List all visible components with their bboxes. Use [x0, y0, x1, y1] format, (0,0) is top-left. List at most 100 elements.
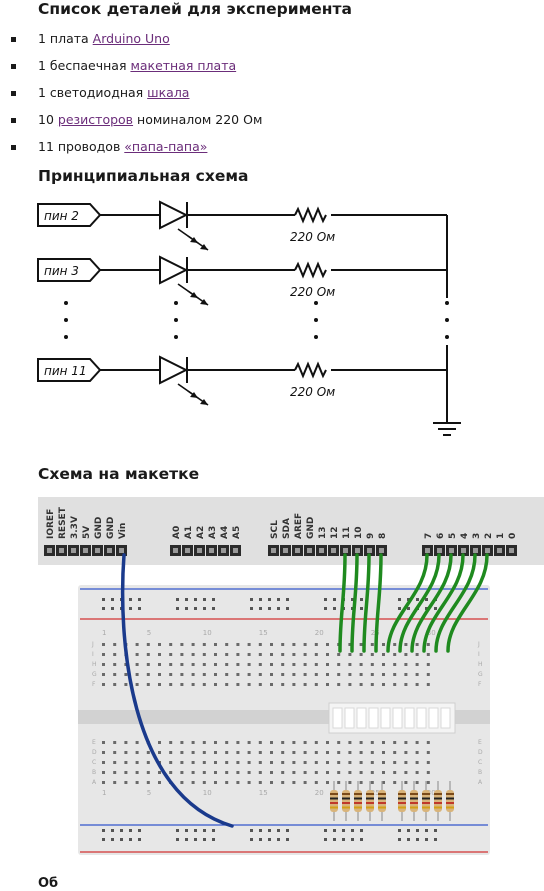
terminal-hole	[404, 663, 408, 666]
link-wires[interactable]: «папа-папа»	[124, 139, 208, 154]
rail-hole	[416, 598, 419, 601]
rail-hole	[398, 829, 401, 832]
terminal-hole	[214, 683, 217, 686]
digital-header-pin-hole	[509, 548, 514, 553]
terminal-hole	[370, 643, 374, 646]
terminal-hole	[124, 751, 128, 754]
terminal-hole	[158, 781, 161, 784]
terminal-hole	[382, 751, 385, 754]
rail-hole	[286, 829, 289, 832]
terminal-hole	[281, 781, 285, 784]
resistor-band	[422, 802, 430, 804]
led-icon	[159, 255, 189, 285]
row-label: C	[478, 759, 482, 766]
terminal-hole	[426, 673, 430, 676]
digital-header-label: SCL	[270, 520, 280, 539]
terminal-hole	[225, 643, 229, 646]
terminal-hole	[135, 683, 139, 686]
rail-hole	[250, 607, 253, 610]
terminal-hole	[326, 653, 329, 656]
terminal-hole	[146, 653, 150, 656]
resistor-band	[410, 806, 418, 809]
terminal-hole	[202, 741, 206, 744]
link-led-bar[interactable]: шкала	[147, 85, 190, 100]
terminal-hole	[135, 761, 139, 764]
terminal-hole	[214, 663, 217, 666]
terminal-hole	[426, 643, 430, 646]
terminal-hole	[370, 663, 374, 666]
terminal-hole	[258, 761, 262, 764]
terminal-hole	[258, 741, 262, 744]
digital-header-pin-hole	[461, 548, 466, 553]
resistor-icon	[294, 261, 327, 279]
rail-hole	[111, 598, 114, 601]
rail-hole	[351, 838, 354, 841]
terminal-hole	[292, 761, 296, 764]
terminal-hole	[225, 771, 229, 774]
terminal-hole	[202, 653, 206, 656]
next-heading-fragment: Об	[38, 876, 59, 891]
terminal-hole	[337, 673, 341, 676]
rail-hole	[176, 607, 179, 610]
rail-hole	[212, 607, 215, 610]
terminal-hole	[258, 673, 262, 676]
rail-hole	[102, 607, 105, 610]
row-label: E	[92, 739, 96, 746]
terminal-hole	[393, 751, 397, 754]
link-arduino-uno[interactable]: Arduino Uno	[92, 31, 170, 46]
terminal-hole	[337, 781, 341, 784]
terminal-hole	[135, 771, 139, 774]
resistor-band	[342, 806, 350, 809]
jumper-wire-blue	[120, 553, 234, 828]
rail-hole	[138, 598, 141, 601]
terminal-hole	[404, 653, 408, 656]
terminal-hole	[314, 683, 318, 686]
column-label: 20	[315, 629, 324, 637]
terminal-hole	[281, 653, 285, 656]
link-resistors[interactable]: резисторов	[57, 112, 134, 127]
resistor-band	[410, 797, 418, 800]
terminal-hole	[348, 643, 352, 646]
resistor-band	[366, 806, 374, 809]
analog-header-pin-hole	[233, 548, 238, 553]
digital-header-pin-hole	[271, 548, 276, 553]
resistor-band	[446, 793, 454, 795]
analog-header-label: A5	[232, 526, 242, 539]
terminal-hole	[314, 663, 318, 666]
digital-header-label: 4	[460, 533, 470, 539]
terminal-hole	[281, 741, 285, 744]
pin-label: пин 3	[44, 264, 79, 278]
terminal-hole	[102, 751, 105, 754]
rail-hole	[398, 607, 401, 610]
terminal-hole	[326, 683, 329, 686]
bullet-icon	[11, 145, 16, 150]
terminal-hole	[113, 781, 117, 784]
rail-hole	[111, 607, 114, 610]
terminal-hole	[314, 741, 318, 744]
jumper-wire-green	[410, 553, 453, 653]
terminal-hole	[393, 653, 397, 656]
terminal-hole	[270, 643, 273, 646]
terminal-hole	[270, 683, 273, 686]
terminal-hole	[281, 751, 285, 754]
led-segment	[380, 707, 391, 729]
resistor-band	[446, 802, 454, 804]
digital-header-label: 12	[330, 526, 340, 539]
terminal-hole	[359, 683, 363, 686]
parts-list-heading: Список деталей для эксперимента	[38, 0, 352, 18]
terminal-hole	[191, 643, 195, 646]
terminal-hole	[191, 761, 195, 764]
terminal-hole	[270, 653, 273, 656]
terminal-hole	[191, 781, 195, 784]
terminal-hole	[359, 761, 363, 764]
terminal-hole	[370, 761, 374, 764]
terminal-hole	[326, 761, 329, 764]
terminal-hole	[292, 751, 296, 754]
resistor-band	[342, 797, 350, 800]
light-arrowhead	[200, 299, 208, 305]
terminal-hole	[214, 673, 217, 676]
terminal-hole	[113, 741, 117, 744]
digital-header-pin-hole	[367, 548, 372, 553]
link-breadboard[interactable]: макетная плата	[130, 58, 237, 73]
resistor-band	[434, 802, 442, 804]
